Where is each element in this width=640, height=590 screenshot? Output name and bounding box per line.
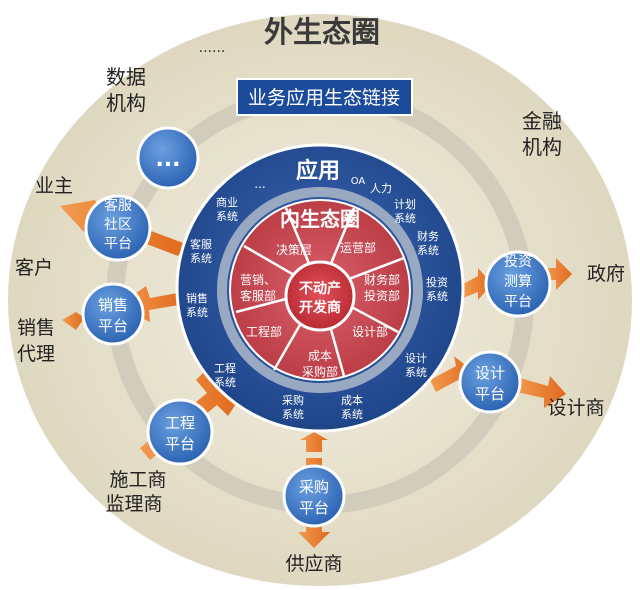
system-finance-1: 财务 xyxy=(417,229,439,243)
system-plan-1: 计划 xyxy=(394,198,416,211)
system-service-1: 客服 xyxy=(190,237,212,251)
inner-departments: 决策层 运营部 营销、 客服部 财务部 投资部 工程部 设计部 成本 采购部 xyxy=(240,240,400,379)
center-label-1: 不动产 xyxy=(299,280,341,297)
finance-org-label-1: 金融 xyxy=(522,109,562,133)
dept-cost-1: 成本 xyxy=(308,349,332,363)
label-government: 政府 xyxy=(587,263,625,285)
platform-purchase-2: 平台 xyxy=(299,499,329,517)
inner-ecosystem-title: 内生态圈 xyxy=(280,207,360,231)
platform-sales-2: 平台 xyxy=(98,317,128,335)
platform-design[interactable]: 设计 平台 xyxy=(458,350,522,414)
label-designer: 设计商 xyxy=(547,397,604,419)
banner-text: 业务应用生态链接 xyxy=(248,87,400,109)
platform-purchase-1: 采购 xyxy=(299,478,329,496)
platform-service-3: 平台 xyxy=(104,236,132,252)
system-commerce-1: 商业 xyxy=(216,195,238,209)
platform-invest-3: 平台 xyxy=(504,294,532,310)
system-plan-2: 系统 xyxy=(394,212,416,225)
system-engineering-1: 工程 xyxy=(214,362,236,375)
system-design-2: 系统 xyxy=(405,366,427,379)
system-hr: 人力 xyxy=(370,182,392,195)
dept-engineering: 工程部 xyxy=(246,324,282,339)
application-systems: OA 人力 计划 系统 商业 系统 财务 系统 客服 系统 投资 系统 销售 系… xyxy=(186,176,448,421)
platform-service-2: 社区 xyxy=(104,217,132,233)
platform-engineering-1: 工程 xyxy=(165,414,195,432)
dept-finance-2: 投资部 xyxy=(364,288,400,303)
arrow-sales-agent xyxy=(62,312,85,330)
system-purchase-2: 系统 xyxy=(282,408,304,421)
label-contractor-1: 施工商 xyxy=(109,469,166,491)
label-contractor-2: 监理商 xyxy=(105,493,162,515)
center-label-2: 开发商 xyxy=(299,299,341,316)
system-invest-2: 系统 xyxy=(426,290,448,303)
application-ellipsis: ... xyxy=(254,177,265,191)
finance-org-label-2: 机构 xyxy=(522,135,562,159)
platform-design-1: 设计 xyxy=(475,364,505,382)
label-agent-2: 代理 xyxy=(17,343,55,365)
outer-ecosystem-title: 外生态圈 xyxy=(264,15,380,49)
dept-finance-1: 财务部 xyxy=(364,272,400,287)
system-design-1: 设计 xyxy=(405,352,427,365)
arrow-purchase-up xyxy=(300,432,328,452)
dept-operation: 运营部 xyxy=(340,240,376,255)
system-purchase-1: 采购 xyxy=(282,393,304,407)
arrow-designer xyxy=(516,376,566,408)
application-title: 应用 xyxy=(296,158,340,184)
system-sales-2: 系统 xyxy=(186,306,208,319)
outer-ellipsis: ...... xyxy=(199,40,226,56)
arrow-invest xyxy=(463,268,492,300)
platform-design-2: 平台 xyxy=(475,385,505,403)
label-agent-1: 销售 xyxy=(17,317,55,339)
system-invest-1: 投资 xyxy=(426,275,448,289)
platform-engineering[interactable]: 工程 平台 xyxy=(146,398,214,466)
system-finance-2: 系统 xyxy=(417,244,439,257)
platform-sales[interactable]: 销售 平台 xyxy=(81,282,145,346)
platform-purchase[interactable]: 采购 平台 xyxy=(282,464,346,528)
platform-data[interactable]: ... xyxy=(136,126,200,190)
application-inner-ring xyxy=(217,187,423,393)
external-labels: 业主 客户 销售 代理 施工商 监理商 供应商 设计商 政府 xyxy=(15,175,625,575)
system-commerce-2: 系统 xyxy=(216,210,238,223)
platform-data-label: ... xyxy=(155,147,180,172)
dept-decision: 决策层 xyxy=(276,243,312,257)
system-cost-1: 成本 xyxy=(341,393,363,407)
dept-cost-2: 采购部 xyxy=(302,364,338,379)
label-customer: 客户 xyxy=(15,257,53,279)
platforms: ... 客服 社区 平台 销售 平台 工程 平台 采购 平台 设计 平台 xyxy=(81,126,552,528)
system-engineering-2: 系统 xyxy=(214,376,236,389)
label-supplier: 供应商 xyxy=(285,553,342,575)
dept-marketing-2: 客服部 xyxy=(240,288,276,303)
banner-box xyxy=(236,78,413,116)
system-cost-2: 系统 xyxy=(341,408,363,421)
platform-invest-1: 投资 xyxy=(504,254,532,270)
platform-engineering-2: 平台 xyxy=(165,435,195,453)
platform-invest[interactable]: 投资 测算 平台 xyxy=(484,250,552,318)
label-owner: 业主 xyxy=(35,175,73,197)
platform-sales-1: 销售 xyxy=(98,296,128,314)
center-circle xyxy=(284,260,356,332)
platform-service-1: 客服 xyxy=(104,197,132,214)
dept-design: 设计部 xyxy=(352,324,388,339)
arrow-government xyxy=(546,258,572,290)
system-sales-1: 销售 xyxy=(186,291,208,305)
system-oa: OA xyxy=(351,176,366,187)
data-org-label-1: 数据 xyxy=(106,65,146,89)
dept-marketing-1: 营销、 xyxy=(240,273,276,287)
arrow-supplier xyxy=(298,526,330,548)
data-org-label-2: 机构 xyxy=(106,91,146,115)
platform-invest-2: 测算 xyxy=(504,274,532,290)
system-service-2: 系统 xyxy=(190,252,212,265)
platform-service[interactable]: 客服 社区 平台 xyxy=(84,194,152,262)
